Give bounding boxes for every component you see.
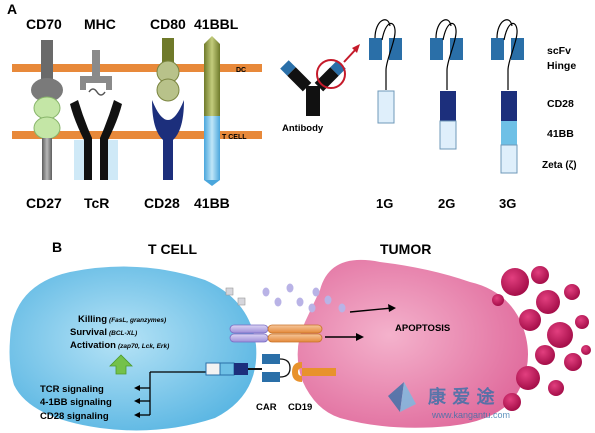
domain-label-41bb: 41BB — [547, 128, 574, 140]
panel-b-label: B — [52, 239, 62, 255]
receptor-bottom-41bb: 41BB — [194, 195, 230, 211]
tcell-line-label: T CELL — [222, 134, 247, 141]
generation-label-1g: 1G — [376, 196, 393, 211]
car-label: CAR — [256, 402, 277, 413]
apoptotic-blebs — [492, 266, 591, 411]
svg-text:康 爱 途: 康 爱 途 — [428, 386, 496, 408]
domain-label-hinge: Hinge — [547, 60, 576, 72]
receptor-bottom-cd28: CD28 — [144, 195, 180, 211]
svg-text:www.kangantu.com: www.kangantu.com — [431, 410, 510, 420]
receptor-top-mhc: MHC — [84, 16, 116, 32]
apoptosis-label: APOPTOSIS — [395, 323, 450, 334]
cd70-cd27-pair — [31, 40, 63, 180]
tcell-membrane — [12, 131, 262, 139]
signal-cd28: CD28 signaling — [40, 411, 109, 422]
apoptosis-arrows — [325, 304, 396, 341]
upregulation-arrow-icon — [109, 354, 133, 375]
watermark-logo: 康 爱 途 www.kangantu.com — [388, 382, 510, 420]
car-construct — [205, 354, 291, 382]
car-2g — [430, 19, 463, 150]
receptor-top-cd70: CD70 — [26, 16, 62, 32]
domain-label-zeta: Zeta (ζ) — [542, 160, 577, 171]
killing-line: Killing(FasL, granzymes) — [78, 314, 166, 325]
tumor-title: TUMOR — [380, 241, 431, 257]
car-1g — [369, 19, 402, 124]
survival-line: Survival(BCL-XL) — [70, 327, 137, 338]
mhc-tcr-pair — [70, 50, 122, 180]
domain-label-cd28: CD28 — [547, 98, 574, 110]
dc-membrane — [12, 64, 262, 72]
cd80-cd28-pair — [152, 38, 184, 180]
signal-41bb: 4-1BB signaling — [40, 397, 112, 408]
receptor-top-41bbl: 41BBL — [194, 16, 239, 32]
receptor-bottom-tcr: TcR — [84, 195, 109, 211]
receptor-top-cd80: CD80 — [150, 16, 186, 32]
domain-label-scfv: scFv — [547, 45, 571, 57]
granules — [225, 283, 346, 313]
car-3g — [491, 19, 524, 174]
activation-line: Activation(zap70, Lck, Erk) — [70, 340, 169, 351]
signal-bracket — [134, 371, 206, 418]
tumor-cell — [297, 259, 528, 428]
dc-label: DC — [236, 67, 246, 74]
antibody-label: Antibody — [282, 123, 324, 134]
receptor-bottom-cd27: CD27 — [26, 195, 62, 211]
fas-fasl-receptor — [229, 324, 323, 343]
t-cell — [9, 266, 257, 431]
41bbl-41bb-pair — [204, 36, 220, 186]
cd19-label: CD19 — [288, 402, 312, 413]
panel-a-label: A — [7, 1, 17, 17]
signal-tcr: TCR signaling — [40, 384, 104, 395]
antibody-icon — [280, 44, 360, 116]
cd19-antigen — [292, 362, 336, 382]
tcell-title: T CELL — [148, 241, 197, 257]
generation-label-2g: 2G — [438, 196, 455, 211]
generation-label-3g: 3G — [499, 196, 516, 211]
